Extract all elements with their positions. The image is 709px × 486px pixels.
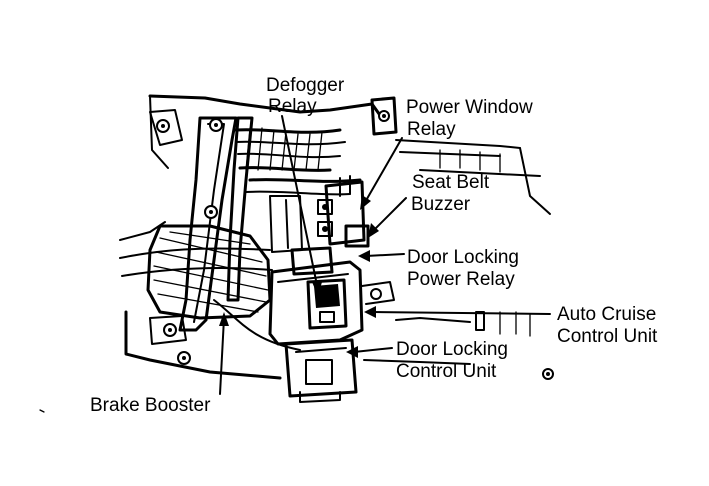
label-auto-cruise-control-unit: Auto Cruise Control Unit: [557, 304, 662, 347]
label-brake-booster: Brake Booster: [90, 395, 211, 416]
label-defogger-relay: Defogger Relay: [266, 75, 349, 117]
label-door-locking-control-unit-line-2: Control Unit: [396, 361, 497, 382]
label-seat-belt-buzzer: Seat Belt Buzzer: [411, 172, 494, 215]
label-auto-cruise-control-unit-line-1: Auto Cruise: [557, 304, 656, 325]
label-door-locking-power-relay-line-1: Door Locking: [407, 247, 519, 268]
label-defogger-relay-line-2: Relay: [268, 96, 317, 117]
label-door-locking-control-unit: Door Locking Control Unit: [396, 339, 513, 382]
brake-booster-body: [146, 224, 272, 320]
relay-cluster-upper: [317, 175, 370, 248]
defogger-relay-block: [306, 278, 348, 330]
under-dash-assembly-drawing: [39, 94, 554, 413]
label-auto-cruise-control-unit-line-2: Control Unit: [557, 326, 658, 347]
label-power-window-relay-line-2: Relay: [407, 119, 456, 140]
label-seat-belt-buzzer-line-2: Buzzer: [411, 194, 471, 215]
label-brake-booster-line-1: Brake Booster: [90, 395, 211, 416]
label-door-locking-power-relay-line-2: Power Relay: [407, 269, 515, 290]
label-power-window-relay: Power Window Relay: [406, 97, 538, 140]
label-seat-belt-buzzer-line-1: Seat Belt: [412, 172, 490, 193]
door-locking-control-unit-box: [284, 338, 358, 403]
label-door-locking-control-unit-line-1: Door Locking: [396, 339, 508, 360]
label-door-locking-power-relay: Door Locking Power Relay: [407, 247, 524, 290]
auto-cruise-control-unit-box: [268, 246, 364, 346]
label-defogger-relay-line-1: Defogger: [266, 75, 345, 96]
label-power-window-relay-line-1: Power Window: [406, 97, 533, 118]
callout-leader-lines: [219, 115, 551, 395]
